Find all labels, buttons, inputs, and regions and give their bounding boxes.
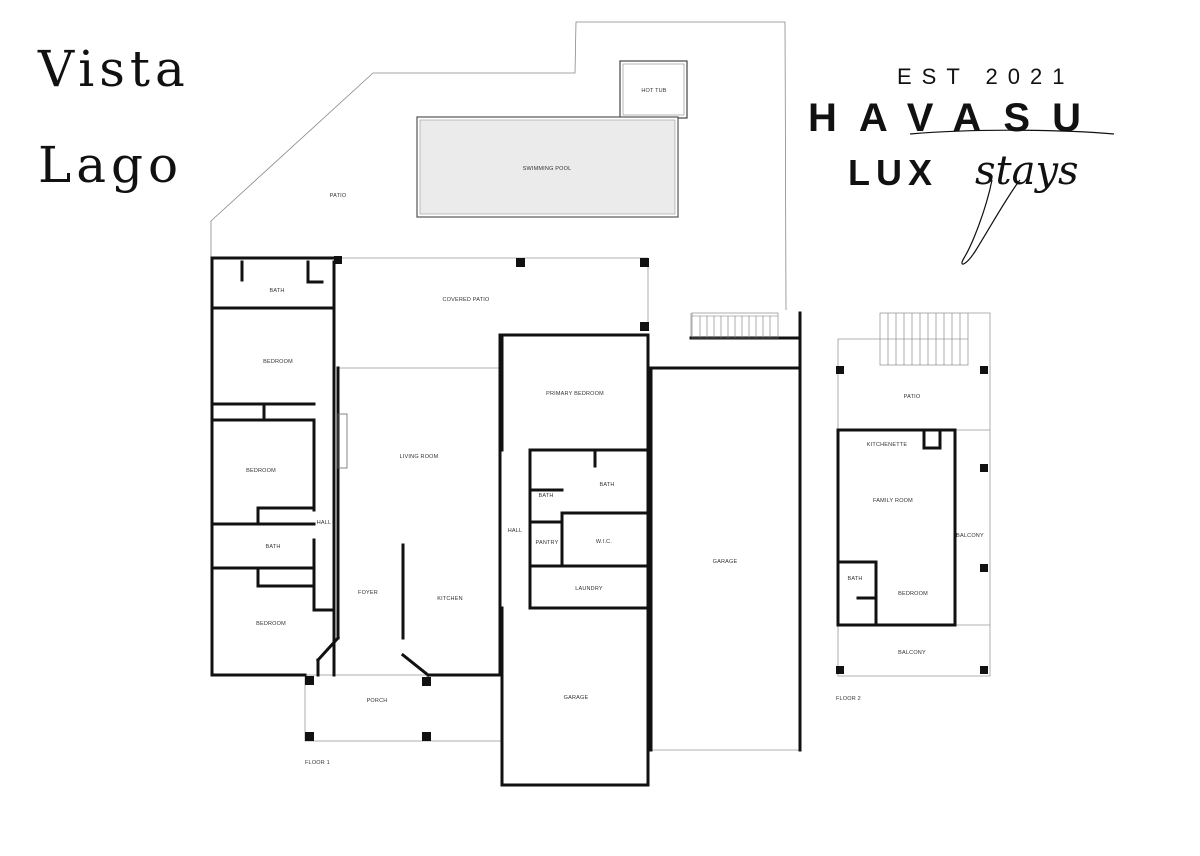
label-garage-big: GARAGE [713,559,738,565]
fireplace [337,413,348,469]
label-balcony-side: BALCONY [956,533,984,539]
brand-lux: LUX [848,152,938,193]
floor2-walls [836,428,957,627]
label-bath-small: BATH [538,493,553,499]
label-hall-mid: HALL [508,528,523,534]
label-living-room: LIVING ROOM [400,454,439,460]
brand-name: HAVASU [808,96,1103,140]
swimming-pool-water [419,119,676,215]
brand-script-flourish [909,129,1115,265]
label-covered-patio: COVERED PATIO [442,297,490,303]
label-f2-bedroom: BEDROOM [898,591,928,597]
label-swimming-pool: SWIMMING POOL [523,166,572,172]
label-bath-mid: BATH [265,544,280,550]
floor1-label: FLOOR 1 [305,760,330,766]
title-line-1: Vista [38,40,190,98]
label-f2-bath: BATH [847,576,862,582]
brand-script: stays [975,148,1079,194]
floor1-walls [210,256,802,787]
stairs-floor1 [691,312,779,339]
outdoor-area [210,21,787,311]
label-wic: W.I.C. [596,539,612,545]
floor2-columns [836,366,988,674]
label-foyer: FOYER [358,590,378,596]
floor2-label: FLOOR 2 [836,696,861,702]
floor2-thin-lines [837,312,991,677]
stairs-floor2 [879,312,969,366]
label-hot-tub: HOT TUB [641,88,666,94]
room-labels: HOT TUB SWIMMING POOL PATIO BATH COVERED… [246,88,984,704]
label-hall-left: HALL [317,520,332,526]
label-balcony-bottom: BALCONY [898,650,926,656]
brand-est: EST 2021 [897,64,1075,89]
label-kitchenette: KITCHENETTE [867,442,908,448]
label-laundry: LAUNDRY [575,586,603,592]
label-patio: PATIO [330,193,347,199]
label-f2-patio: PATIO [904,394,921,400]
label-bath-top: BATH [269,288,284,294]
label-porch: PORCH [367,698,388,704]
hot-tub-inner [622,63,685,116]
label-family-room: FAMILY ROOM [873,498,913,504]
floor1-thin-lines [304,257,800,751]
label-pantry: PANTRY [535,540,558,546]
patio-outline [210,21,787,311]
label-bedroom-2: BEDROOM [246,468,276,474]
floor1-columns [305,256,649,741]
label-kitchen: KITCHEN [437,596,463,602]
label-bedroom-1: BEDROOM [263,359,293,365]
label-primary-bedroom: PRIMARY BEDROOM [546,391,604,397]
label-bath-primary: BATH [599,482,614,488]
label-garage-small: GARAGE [564,695,589,701]
label-bedroom-3: BEDROOM [256,621,286,627]
title-line-2: Lago [38,136,184,194]
